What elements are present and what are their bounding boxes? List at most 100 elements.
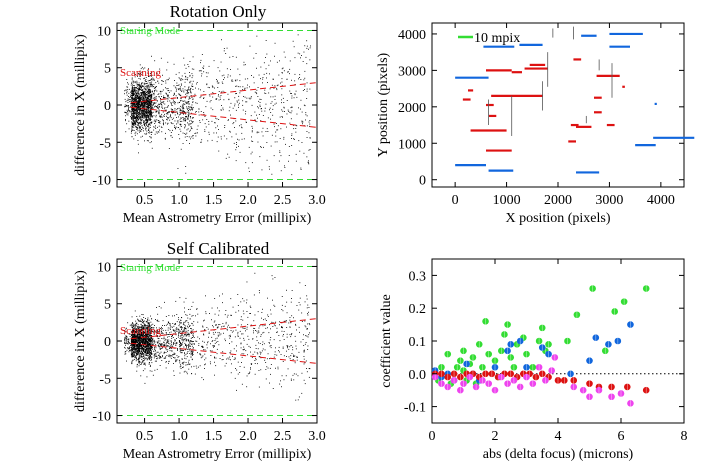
data-point [272,388,274,389]
data-point [184,81,186,83]
data-point [216,79,217,80]
data-point [288,160,289,162]
data-point [148,349,149,351]
data-point [163,121,164,123]
data-point [158,338,160,340]
data-point [265,93,267,94]
data-point [168,346,170,348]
data-point [149,330,151,332]
data-point [145,109,147,110]
data-point [294,138,295,140]
data-point [160,93,162,95]
data-point [148,98,150,100]
data-point [145,103,147,105]
data-point [167,61,169,63]
data-point [132,119,134,121]
data-point [141,326,143,328]
data-point [126,109,128,111]
data-point [174,108,176,110]
data-point [151,103,153,105]
data-point [157,104,159,106]
data-point [182,90,184,92]
data-point [140,353,142,355]
data-point [281,94,283,96]
data-point [148,339,150,341]
data-point [188,334,190,336]
data-point [131,316,133,318]
data-point [242,109,244,111]
data-point [139,64,141,66]
data-point [138,98,140,100]
data-point [139,122,141,124]
data-point [147,319,148,321]
data-point [161,338,163,339]
data-point [225,340,226,342]
data-point [143,326,144,328]
panel1-point-cloud [124,34,311,176]
data-point [137,100,139,101]
data-point [206,76,208,78]
data-point [243,138,245,140]
data-point [142,347,144,349]
data-point [153,342,155,344]
data-point [155,120,157,122]
data-point [138,101,139,103]
data-point [134,351,136,353]
data-point [148,333,149,335]
data-point [183,117,185,119]
data-point [137,100,139,102]
data-point [142,113,144,115]
data-point [126,123,128,125]
data-point [132,344,134,345]
data-point [137,319,139,321]
data-point [145,116,147,118]
data-point [140,105,141,107]
data-point [187,325,188,327]
data-point [173,330,174,332]
data-point [246,328,248,330]
data-point [143,121,145,123]
data-point [148,358,150,360]
data-point [181,109,183,111]
data-point [186,346,187,348]
data-point [145,116,147,118]
data-point [260,120,262,122]
data-point [137,353,139,355]
data-point [159,340,161,342]
data-point [251,364,252,365]
data-point [267,82,268,83]
data-point [174,109,176,111]
data-point [141,356,143,357]
data-point [203,319,205,321]
data-point [185,325,187,327]
data-point [136,330,138,332]
data-point [187,114,189,116]
data-point [146,98,147,100]
data-point [216,132,217,134]
data-point [138,86,140,88]
data-point [183,340,185,342]
data-point [271,84,273,86]
data-point [183,321,185,323]
data-point [242,319,244,321]
data-point [136,124,138,126]
data-point [124,338,125,340]
data-point [137,318,139,320]
data-point [187,77,189,79]
data-point [148,349,150,350]
data-point [185,75,186,77]
data-point [160,115,162,117]
data-point [257,87,259,88]
data-point [186,106,188,108]
data-point [189,348,191,350]
data-point [184,370,186,372]
data-point [146,102,147,104]
data-point [166,345,168,347]
data-point [180,99,182,101]
data-point [259,325,261,327]
data-point [273,324,275,326]
data-point [306,47,308,49]
data-point [303,152,305,154]
data-point [146,84,148,86]
